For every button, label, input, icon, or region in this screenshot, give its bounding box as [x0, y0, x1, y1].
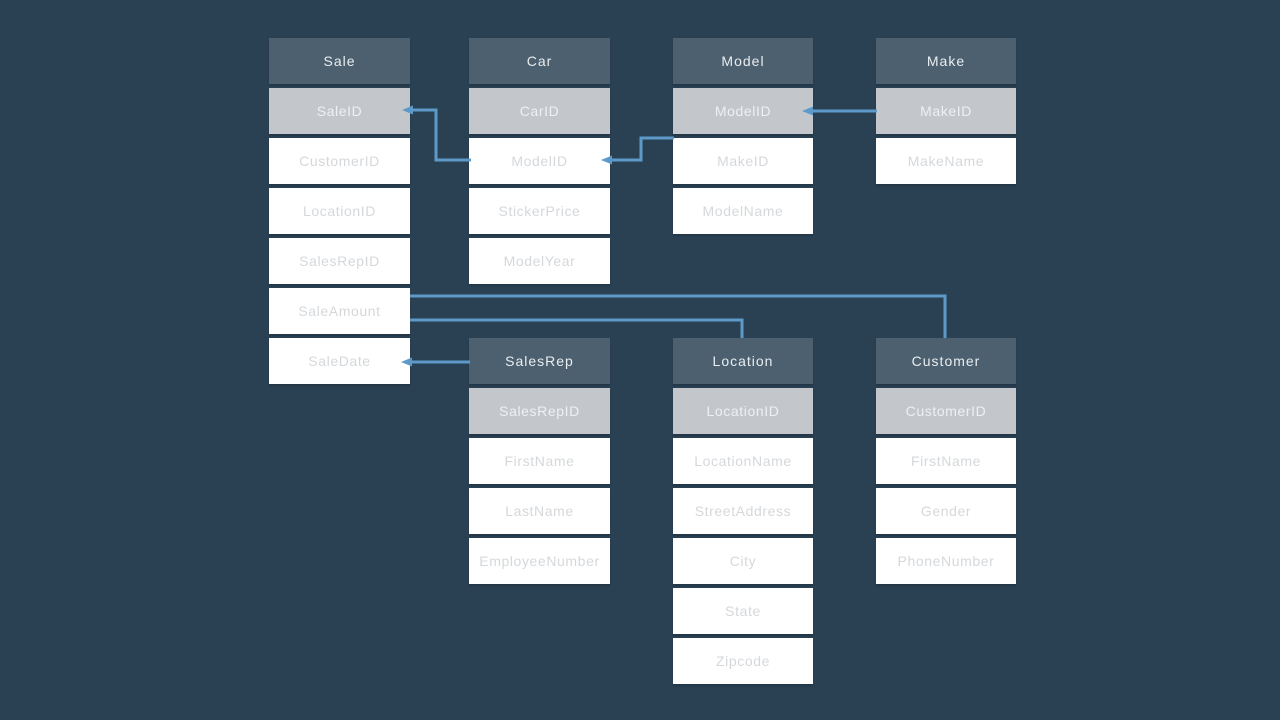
table-car-header: Car — [469, 38, 610, 84]
table-make-field-makename: MakeName — [876, 138, 1016, 184]
connector-sale-saleid-car-modelid — [408, 108, 471, 162]
table-car-field-stickerprice: StickerPrice — [469, 188, 610, 234]
table-location-field-city: City — [673, 538, 813, 584]
table-car-field-modelid: ModelID — [469, 138, 610, 184]
table-sale-field-saleamount: SaleAmount — [269, 288, 410, 334]
table-model-field-makeid: MakeID — [673, 138, 813, 184]
table-salesrep-field-firstname: FirstName — [469, 438, 610, 484]
table-customer-field-gender: Gender — [876, 488, 1016, 534]
table-salesrep-header: SalesRep — [469, 338, 610, 384]
table-sale-field-locationid: LocationID — [269, 188, 410, 234]
table-customer-header: Customer — [876, 338, 1016, 384]
table-model-header: Model — [673, 38, 813, 84]
table-sale-field-salesrepid: SalesRepID — [269, 238, 410, 284]
table-model-field-modelid: ModelID — [673, 88, 813, 134]
table-make-field-makeid: MakeID — [876, 88, 1016, 134]
connector-sale-saleamount-customer — [410, 294, 947, 338]
table-model-field-modelname: ModelName — [673, 188, 813, 234]
table-salesrep-field-employeenumber: EmployeeNumber — [469, 538, 610, 584]
table-car-field-modelyear: ModelYear — [469, 238, 610, 284]
table-sale-field-saleid: SaleID — [269, 88, 410, 134]
connector-car-modelid-model — [606, 136, 674, 162]
table-salesrep-field-lastname: LastName — [469, 488, 610, 534]
table-customer-field-customerid: CustomerID — [876, 388, 1016, 434]
table-location-header: Location — [673, 338, 813, 384]
table-location-field-locationid: LocationID — [673, 388, 813, 434]
table-location-field-streetaddress: StreetAddress — [673, 488, 813, 534]
connector-sale-saleamount-location — [410, 318, 744, 338]
table-location-field-locationname: LocationName — [673, 438, 813, 484]
table-make-header: Make — [876, 38, 1016, 84]
table-sale-field-customerid: CustomerID — [269, 138, 410, 184]
table-customer-field-phonenumber: PhoneNumber — [876, 538, 1016, 584]
table-salesrep-field-salesrepid: SalesRepID — [469, 388, 610, 434]
table-location-field-state: State — [673, 588, 813, 634]
table-sale-header: Sale — [269, 38, 410, 84]
table-customer-field-firstname: FirstName — [876, 438, 1016, 484]
table-sale-field-saledate: SaleDate — [269, 338, 410, 384]
table-car-field-carid: CarID — [469, 88, 610, 134]
table-location-field-zipcode: Zipcode — [673, 638, 813, 684]
